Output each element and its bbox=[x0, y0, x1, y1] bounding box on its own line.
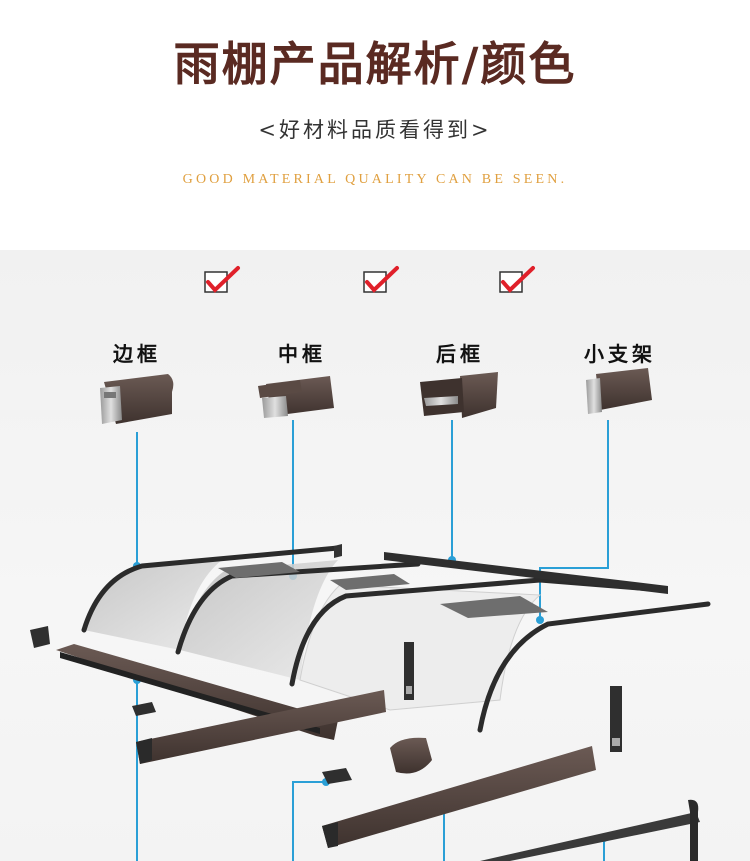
check-icon bbox=[204, 266, 240, 293]
check-icon bbox=[363, 266, 399, 293]
arch-frames bbox=[81, 545, 711, 733]
small-bracket-profile-icon bbox=[586, 368, 652, 414]
page-subtitle: <好材料品质看得到> bbox=[258, 118, 492, 142]
english-tagline: GOOD MATERIAL QUALITY CAN BE SEEN. bbox=[182, 172, 568, 187]
lower-rails bbox=[136, 690, 700, 861]
part-label-edge-frame: 边框 bbox=[113, 342, 161, 366]
leader-lines bbox=[136, 420, 609, 861]
canopy-exploded-diagram bbox=[30, 266, 711, 861]
rear-frame-bar bbox=[384, 552, 668, 594]
part-label-small-bracket: 小支架 bbox=[584, 342, 656, 366]
crossbars bbox=[218, 562, 548, 618]
end-cap bbox=[390, 737, 432, 774]
page-title: 雨棚产品解析/颜色 bbox=[173, 37, 577, 91]
check-icon bbox=[499, 266, 535, 293]
roof-panels bbox=[84, 560, 542, 711]
top-bracket bbox=[334, 544, 342, 558]
small-brackets bbox=[30, 626, 622, 784]
rear-frame-profile-icon bbox=[420, 372, 498, 418]
product-diagram-panel bbox=[0, 250, 750, 861]
middle-frame-profile-icon bbox=[258, 376, 334, 418]
edge-frame-profile-icon bbox=[100, 374, 174, 424]
part-label-middle-frame: 中框 bbox=[278, 342, 326, 366]
header-section: 雨棚产品解析/颜色 <好材料品质看得到> GOOD MATERIAL QUALI… bbox=[0, 0, 750, 250]
part-label-rear-frame: 后框 bbox=[436, 342, 484, 366]
